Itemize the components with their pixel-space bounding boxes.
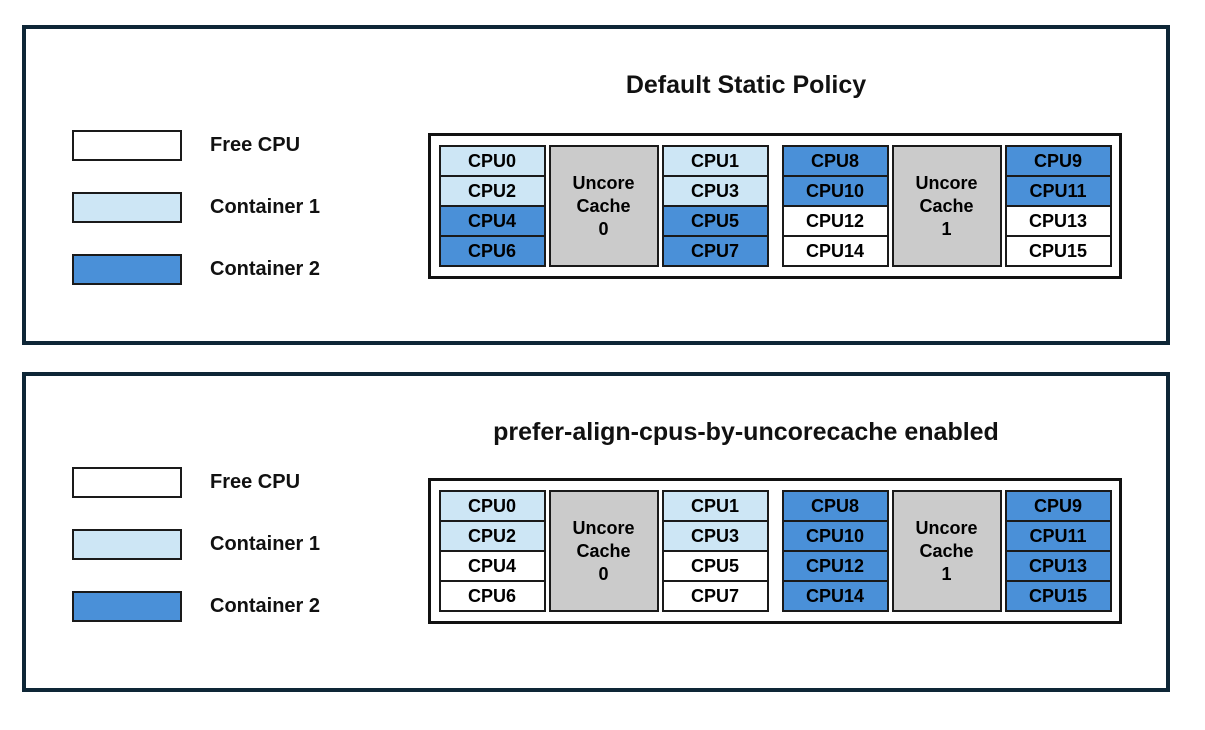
- cache-label-line: Uncore: [572, 517, 635, 538]
- cpu-cell-cpu6: CPU6: [438, 235, 546, 267]
- legend-swatch-container-2: [72, 254, 182, 285]
- cache-label-line: Uncore: [915, 172, 978, 193]
- cpu-cell-cpu0: CPU0: [438, 490, 546, 522]
- page-title: Default Static Policy: [625, 71, 867, 99]
- cpu-cell-cpu15: CPU15: [1004, 580, 1112, 612]
- legend-label: Free CPU: [210, 471, 301, 493]
- cpu-cell-cpu11: CPU11: [1004, 175, 1112, 207]
- legend-swatch-container-2: [72, 591, 182, 622]
- cache-label-line: 0: [598, 218, 609, 239]
- cpu-cell-cpu13: CPU13: [1004, 550, 1112, 582]
- cache-label-line: Uncore: [915, 517, 978, 538]
- cpu-cell-cpu2: CPU2: [438, 520, 546, 552]
- uncore-cache-1-block: Uncore Cache 1: [891, 490, 1002, 612]
- cpu-cell-cpu8: CPU8: [781, 490, 889, 522]
- cache-label-line: 0: [598, 563, 609, 584]
- legend-row-container-2: Container 2: [72, 254, 320, 285]
- legend-row-free-cpu: Free CPU: [72, 467, 320, 498]
- legend-swatch-free-cpu: [72, 130, 182, 161]
- cpu-cell-cpu8: CPU8: [781, 145, 889, 177]
- cpu-cell-cpu1: CPU1: [661, 145, 769, 177]
- legend: Free CPU Container 1 Container 2: [72, 130, 320, 316]
- legend-label: Container 1: [210, 533, 321, 555]
- cache-label-line: Cache: [576, 195, 631, 216]
- cpu-cell-cpu6: CPU6: [438, 580, 546, 612]
- cpu-cell-cpu13: CPU13: [1004, 205, 1112, 237]
- legend-label: Container 2: [210, 258, 321, 280]
- cpu-cell-cpu9: CPU9: [1004, 490, 1112, 522]
- cache-label-line: 1: [941, 218, 952, 239]
- cpu-cell-cpu10: CPU10: [781, 520, 889, 552]
- uncore-cache-0-block: Uncore Cache 0: [548, 145, 659, 267]
- cpu-cell-cpu2: CPU2: [438, 175, 546, 207]
- uncore-cache-0-block: Uncore Cache 0: [548, 490, 659, 612]
- cpu-cell-cpu4: CPU4: [438, 550, 546, 582]
- legend-row-container-1: Container 1: [72, 192, 320, 223]
- legend-swatch-free-cpu: [72, 467, 182, 498]
- legend-row-free-cpu: Free CPU: [72, 130, 320, 161]
- cpu-cell-cpu9: CPU9: [1004, 145, 1112, 177]
- cpu-cell-cpu12: CPU12: [781, 550, 889, 582]
- page-title: prefer-align-cpus-by-uncorecache enabled: [493, 418, 999, 446]
- cpu-cell-cpu3: CPU3: [661, 520, 769, 552]
- cpu-cell-cpu1: CPU1: [661, 490, 769, 522]
- panel-default-static-policy: Default Static Policy Free CPU Container…: [22, 25, 1170, 345]
- legend-label: Container 1: [210, 196, 321, 218]
- cache-label-line: Cache: [576, 540, 631, 561]
- legend-swatch-container-1: [72, 192, 182, 223]
- legend-label: Container 2: [210, 595, 321, 617]
- panel-prefer-align-uncorecache: prefer-align-cpus-by-uncorecache enabled…: [22, 372, 1170, 692]
- cpu-cell-cpu4: CPU4: [438, 205, 546, 237]
- uncore-cache-1-block: Uncore Cache 1: [891, 145, 1002, 267]
- cpu-cell-cpu14: CPU14: [781, 580, 889, 612]
- cpu-cell-cpu15: CPU15: [1004, 235, 1112, 267]
- cpu-cell-cpu12: CPU12: [781, 205, 889, 237]
- cpu-cell-cpu7: CPU7: [661, 580, 769, 612]
- cpu-cell-cpu14: CPU14: [781, 235, 889, 267]
- cpu-cell-cpu0: CPU0: [438, 145, 546, 177]
- legend-swatch-container-1: [72, 529, 182, 560]
- cpu-cell-cpu5: CPU5: [661, 550, 769, 582]
- cache-label-line: 1: [941, 563, 952, 584]
- cache-label-line: Uncore: [572, 172, 635, 193]
- legend: Free CPU Container 1 Container 2: [72, 467, 320, 653]
- cache-label-line: Cache: [919, 195, 974, 216]
- legend-row-container-1: Container 1: [72, 529, 320, 560]
- cpu-cell-cpu3: CPU3: [661, 175, 769, 207]
- cpu-cell-cpu5: CPU5: [661, 205, 769, 237]
- legend-label: Free CPU: [210, 134, 301, 156]
- cpu-cell-cpu11: CPU11: [1004, 520, 1112, 552]
- cpu-cell-cpu7: CPU7: [661, 235, 769, 267]
- legend-row-container-2: Container 2: [72, 591, 320, 622]
- cpu-cell-cpu10: CPU10: [781, 175, 889, 207]
- cache-label-line: Cache: [919, 540, 974, 561]
